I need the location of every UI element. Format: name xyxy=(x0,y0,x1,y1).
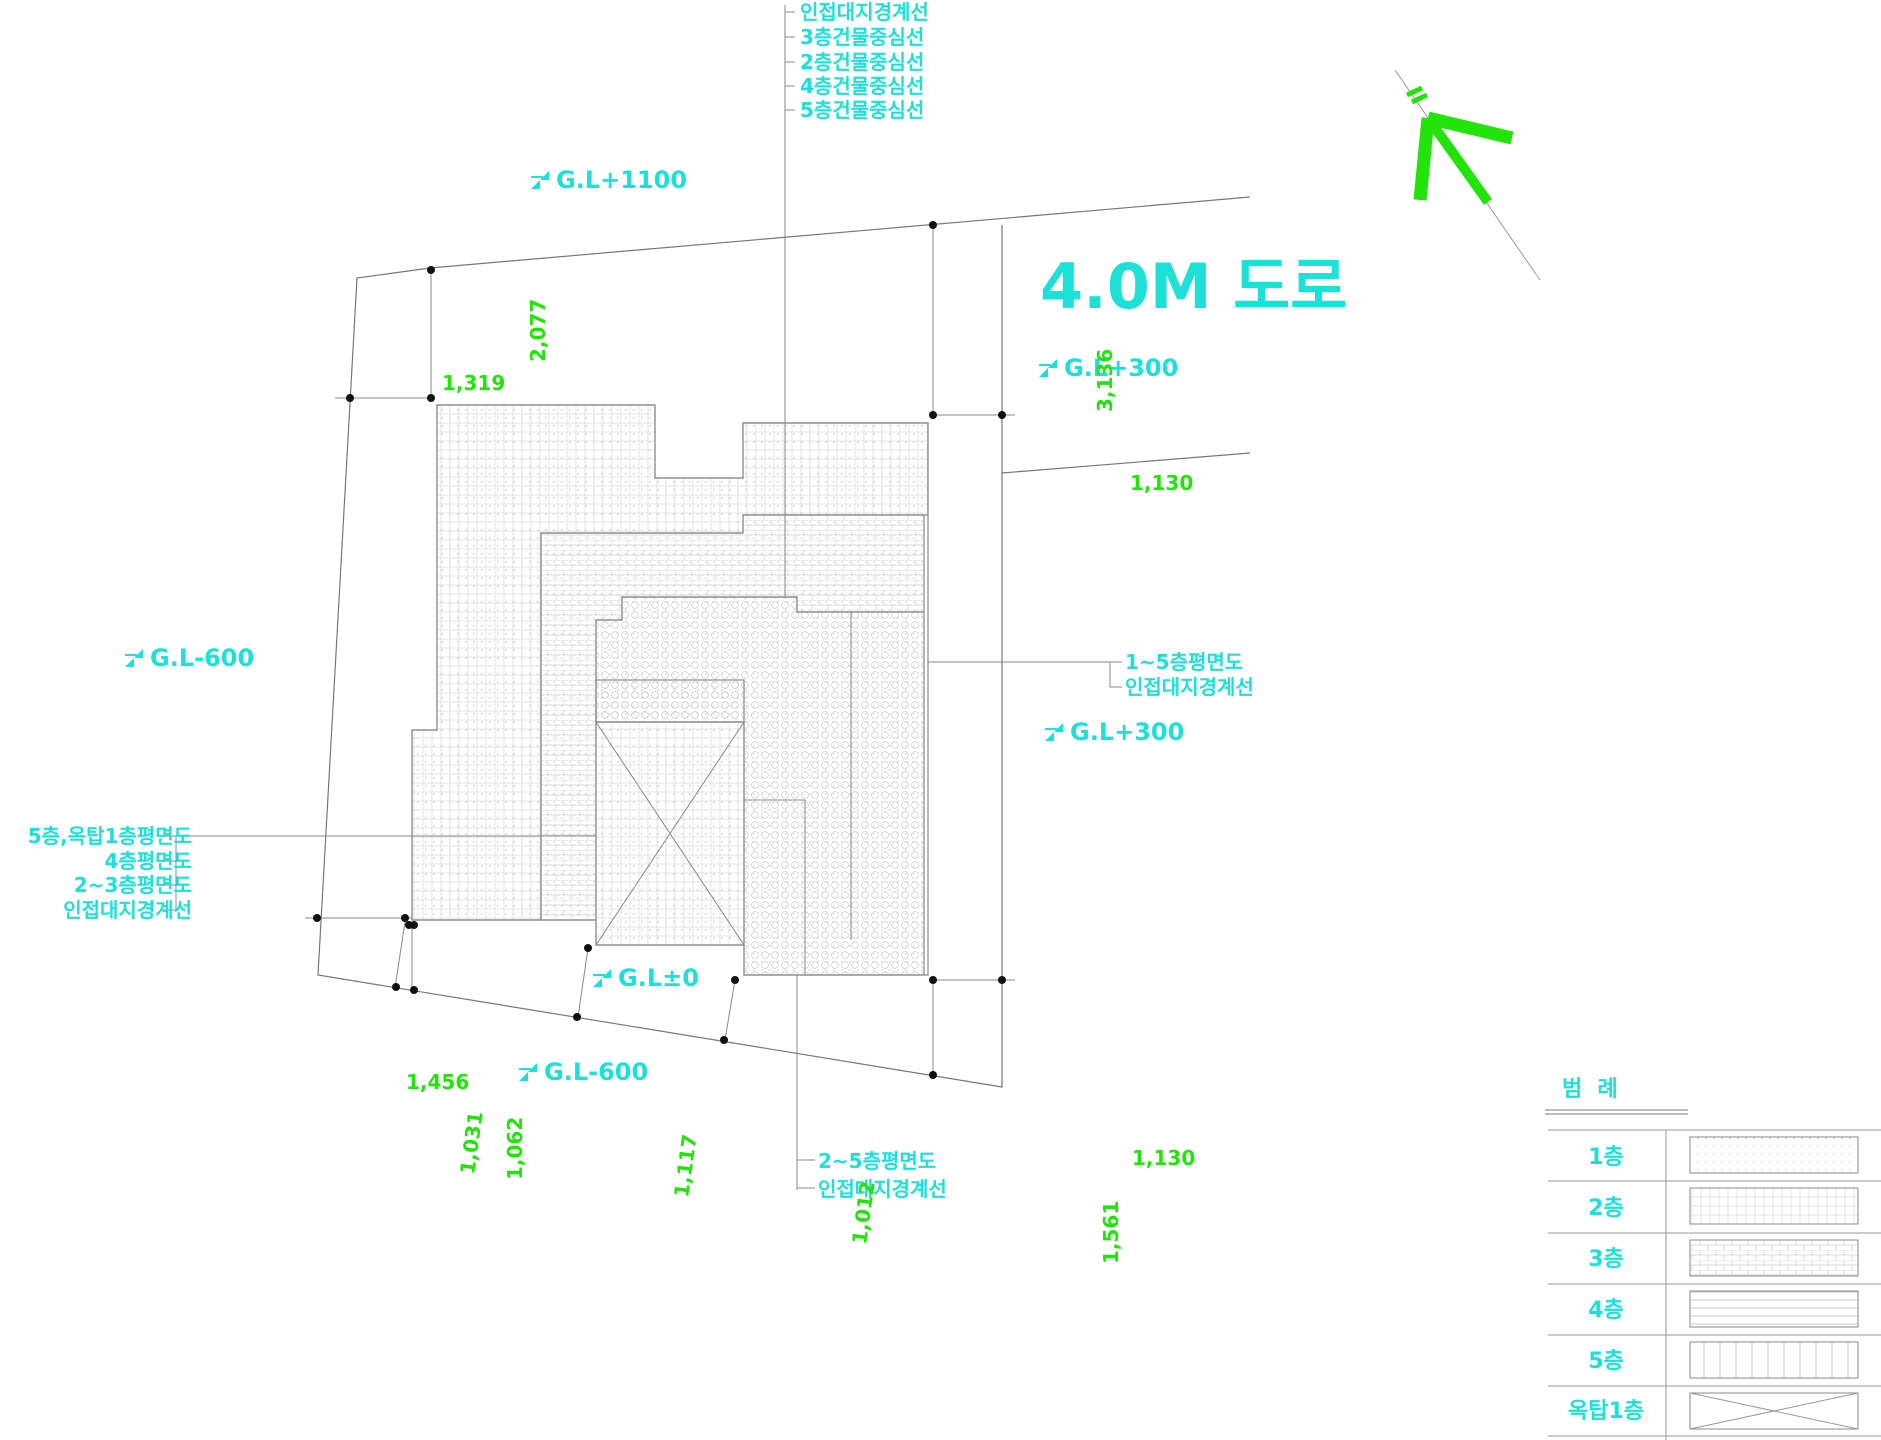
leader-label: 1~5층평면도 xyxy=(1125,650,1243,674)
ground-levels: G.L+1100 G.L+300 G.L-600 G.L+300 G.L±0 G… xyxy=(124,166,1184,1086)
level-marker-icon xyxy=(1044,722,1064,742)
legend-row-label: 2층 xyxy=(1588,1196,1624,1221)
floor-5-footprint xyxy=(595,679,745,723)
legend-swatch-floor-2 xyxy=(1689,1187,1859,1225)
leader-label: 2~3층평면도 xyxy=(74,873,192,897)
right-leader-labels: 1~5층평면도 인접대지경계선 xyxy=(1125,650,1254,699)
dimension-label: 1,130 xyxy=(1132,1146,1195,1170)
leader-label: 5층,옥탑1층평면도 xyxy=(28,824,192,848)
building-footprints xyxy=(411,404,929,976)
leader-label: 4층건물중심선 xyxy=(800,74,924,98)
ground-level-label: G.L±0 xyxy=(618,964,699,992)
dimension-label: 1,031 xyxy=(455,1110,488,1176)
dimension-label: 1,062 xyxy=(503,1117,527,1180)
dimension-label: 1,456 xyxy=(406,1070,469,1094)
legend-swatch-floor-5 xyxy=(1689,1341,1859,1379)
dimension-label: 1,130 xyxy=(1130,471,1193,495)
leader-label: 인접대지경계선 xyxy=(1125,675,1254,699)
ground-level-label: G.L+300 xyxy=(1064,354,1178,382)
road-label: 4.0M 도로 xyxy=(1040,250,1347,323)
ground-level-label: G.L-600 xyxy=(544,1058,648,1086)
level-marker-icon xyxy=(530,170,550,190)
dimension-lines xyxy=(305,221,1015,1079)
ground-level-label: G.L+300 xyxy=(1070,718,1184,746)
leader-label: 인접대지경계선 xyxy=(63,898,192,922)
dimension-label: 1,117 xyxy=(669,1133,702,1199)
legend-row-label: 3층 xyxy=(1588,1247,1624,1272)
level-marker-icon xyxy=(124,648,144,668)
legend-title: 범 례 xyxy=(1562,1077,1618,1102)
legend-row-label: 1층 xyxy=(1588,1145,1624,1170)
legend-swatch-floor-4 xyxy=(1689,1290,1859,1328)
north-arrow-icon xyxy=(1394,69,1541,281)
top-leader-labels: 인접대지경계선 3층건물중심선 2층건물중심선 4층건물중심선 5층건물중심선 xyxy=(800,0,929,122)
site-boundary xyxy=(317,196,1251,1088)
dimension-label: 3,136 xyxy=(1093,349,1117,412)
ground-level-label: G.L+1100 xyxy=(556,166,687,194)
legend-swatch-floor-1 xyxy=(1689,1136,1859,1174)
left-leader-labels: 5층,옥탑1층평면도 4층평면도 2~3층평면도 인접대지경계선 xyxy=(28,824,192,922)
leader-label: 인접대지경계선 xyxy=(800,0,929,24)
bottom-leader-labels: 2~5층평면도 인접대지경계선 xyxy=(818,1149,947,1201)
leader-label: 2~5층평면도 xyxy=(818,1149,936,1173)
leader-label: 4층평면도 xyxy=(104,849,192,873)
legend-row-label: 4층 xyxy=(1588,1298,1624,1323)
leader-lines xyxy=(160,5,1122,1190)
legend-swatch-rooftop xyxy=(1689,1392,1859,1430)
leader-label: 3층건물중심선 xyxy=(800,25,924,49)
dimension-label: 1,561 xyxy=(1099,1201,1123,1264)
legend-swatch-floor-3 xyxy=(1689,1239,1859,1277)
dimension-label: 1,319 xyxy=(442,371,505,395)
leader-label: 5층건물중심선 xyxy=(800,98,924,122)
level-marker-icon xyxy=(1038,358,1058,378)
leader-label: 2층건물중심선 xyxy=(800,50,924,74)
legend: 범 례 1층 2층 3층 4층 5층 옥탑1층 xyxy=(1545,1077,1881,1440)
legend-row-label: 5층 xyxy=(1588,1349,1624,1374)
ground-level-label: G.L-600 xyxy=(150,644,254,672)
legend-row-label: 옥탑1층 xyxy=(1568,1399,1644,1424)
dimension-label: 2,077 xyxy=(526,299,550,362)
level-marker-icon xyxy=(592,968,612,988)
level-marker-icon xyxy=(518,1062,538,1082)
leader-label: 인접대지경계선 xyxy=(818,1177,947,1201)
dimension-labels: 1,319 2,077 3,136 1,130 1,456 1,031 1,06… xyxy=(406,299,1195,1264)
